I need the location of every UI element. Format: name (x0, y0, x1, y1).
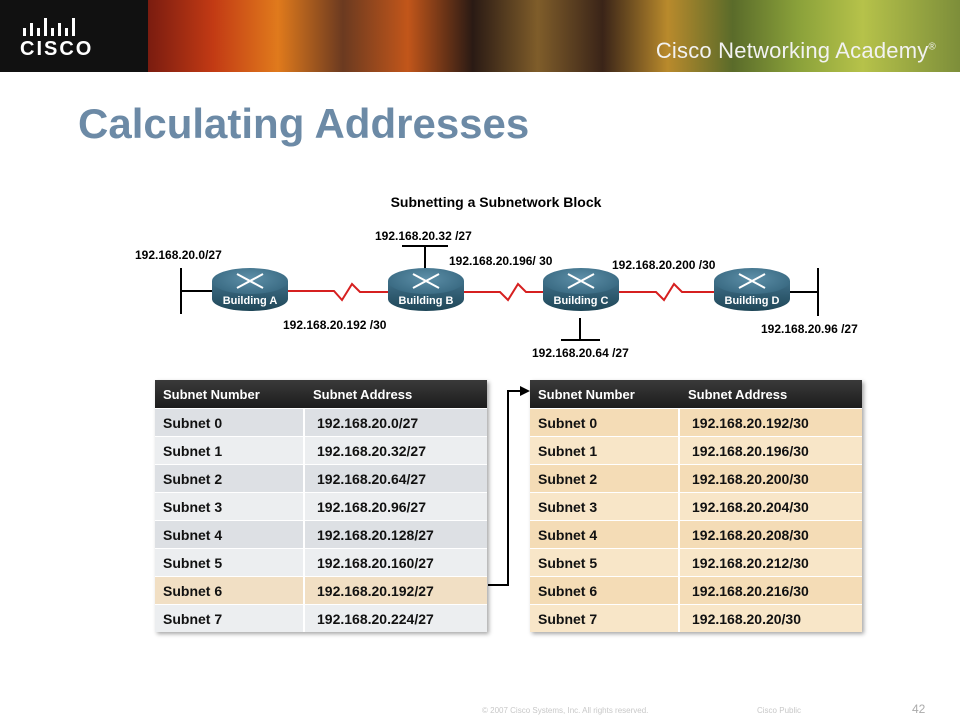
cisco-logo-text: CISCO (20, 38, 94, 60)
cisco-logo: CISCO (0, 0, 148, 72)
cisco-bridge-icon (23, 18, 75, 36)
label-ab-link: 192.168.20.192 /30 (283, 318, 387, 332)
copyright-notice: © 2007 Cisco Systems, Inc. All rights re… (482, 706, 649, 715)
diagram-title: Subnetting a Subnetwork Block (390, 194, 602, 210)
router-label: Building C (553, 295, 609, 307)
router-building-a: Building A (212, 268, 288, 324)
router-label: Building B (398, 295, 454, 307)
page-number: 42 (912, 702, 926, 716)
wan-link-ab (288, 282, 390, 302)
page-title: Calculating Addresses (78, 100, 530, 147)
router-building-b: Building B (388, 268, 464, 324)
label-bc-link: 192.168.20.196/ 30 (449, 254, 553, 268)
column-header-subnet-address: Subnet Address (688, 386, 788, 402)
table-connector-line (488, 390, 522, 586)
academy-title: Cisco Networking Academy® (655, 38, 936, 63)
router-arrows-icon (738, 273, 766, 289)
column-header-subnet-address: Subnet Address (313, 386, 413, 402)
column-header-subnet-number: Subnet Number (163, 386, 260, 402)
header-banner: CISCO Cisco Networking Academy® (0, 0, 960, 72)
column-header-subnet-number: Subnet Number (538, 386, 635, 402)
people-photo-strip (148, 0, 960, 72)
router-arrows-icon (567, 273, 595, 289)
label-a-lan: 192.168.20.0/27 (135, 248, 222, 262)
router-building-d: Building D (714, 268, 790, 324)
router-label: Building A (222, 295, 278, 307)
wan-link-cd (619, 282, 716, 302)
label-d-lan: 192.168.20.96 /27 (761, 322, 858, 336)
table-connector-arrowhead (520, 386, 530, 396)
router-arrows-icon (412, 273, 440, 289)
router-arrows-icon (236, 273, 264, 289)
table-header: Subnet Number Subnet Address (155, 380, 487, 408)
table-header: Subnet Number Subnet Address (530, 380, 862, 408)
classification-label: Cisco Public (757, 706, 802, 715)
label-cd-link: 192.168.20.200 /30 (612, 258, 716, 272)
router-building-c: Building C (543, 268, 619, 324)
label-b-lan: 192.168.20.32 /27 (375, 229, 472, 243)
label-c-lan: 192.168.20.64 /27 (532, 346, 629, 360)
wan-link-bc (464, 282, 544, 302)
router-label: Building D (724, 295, 780, 307)
